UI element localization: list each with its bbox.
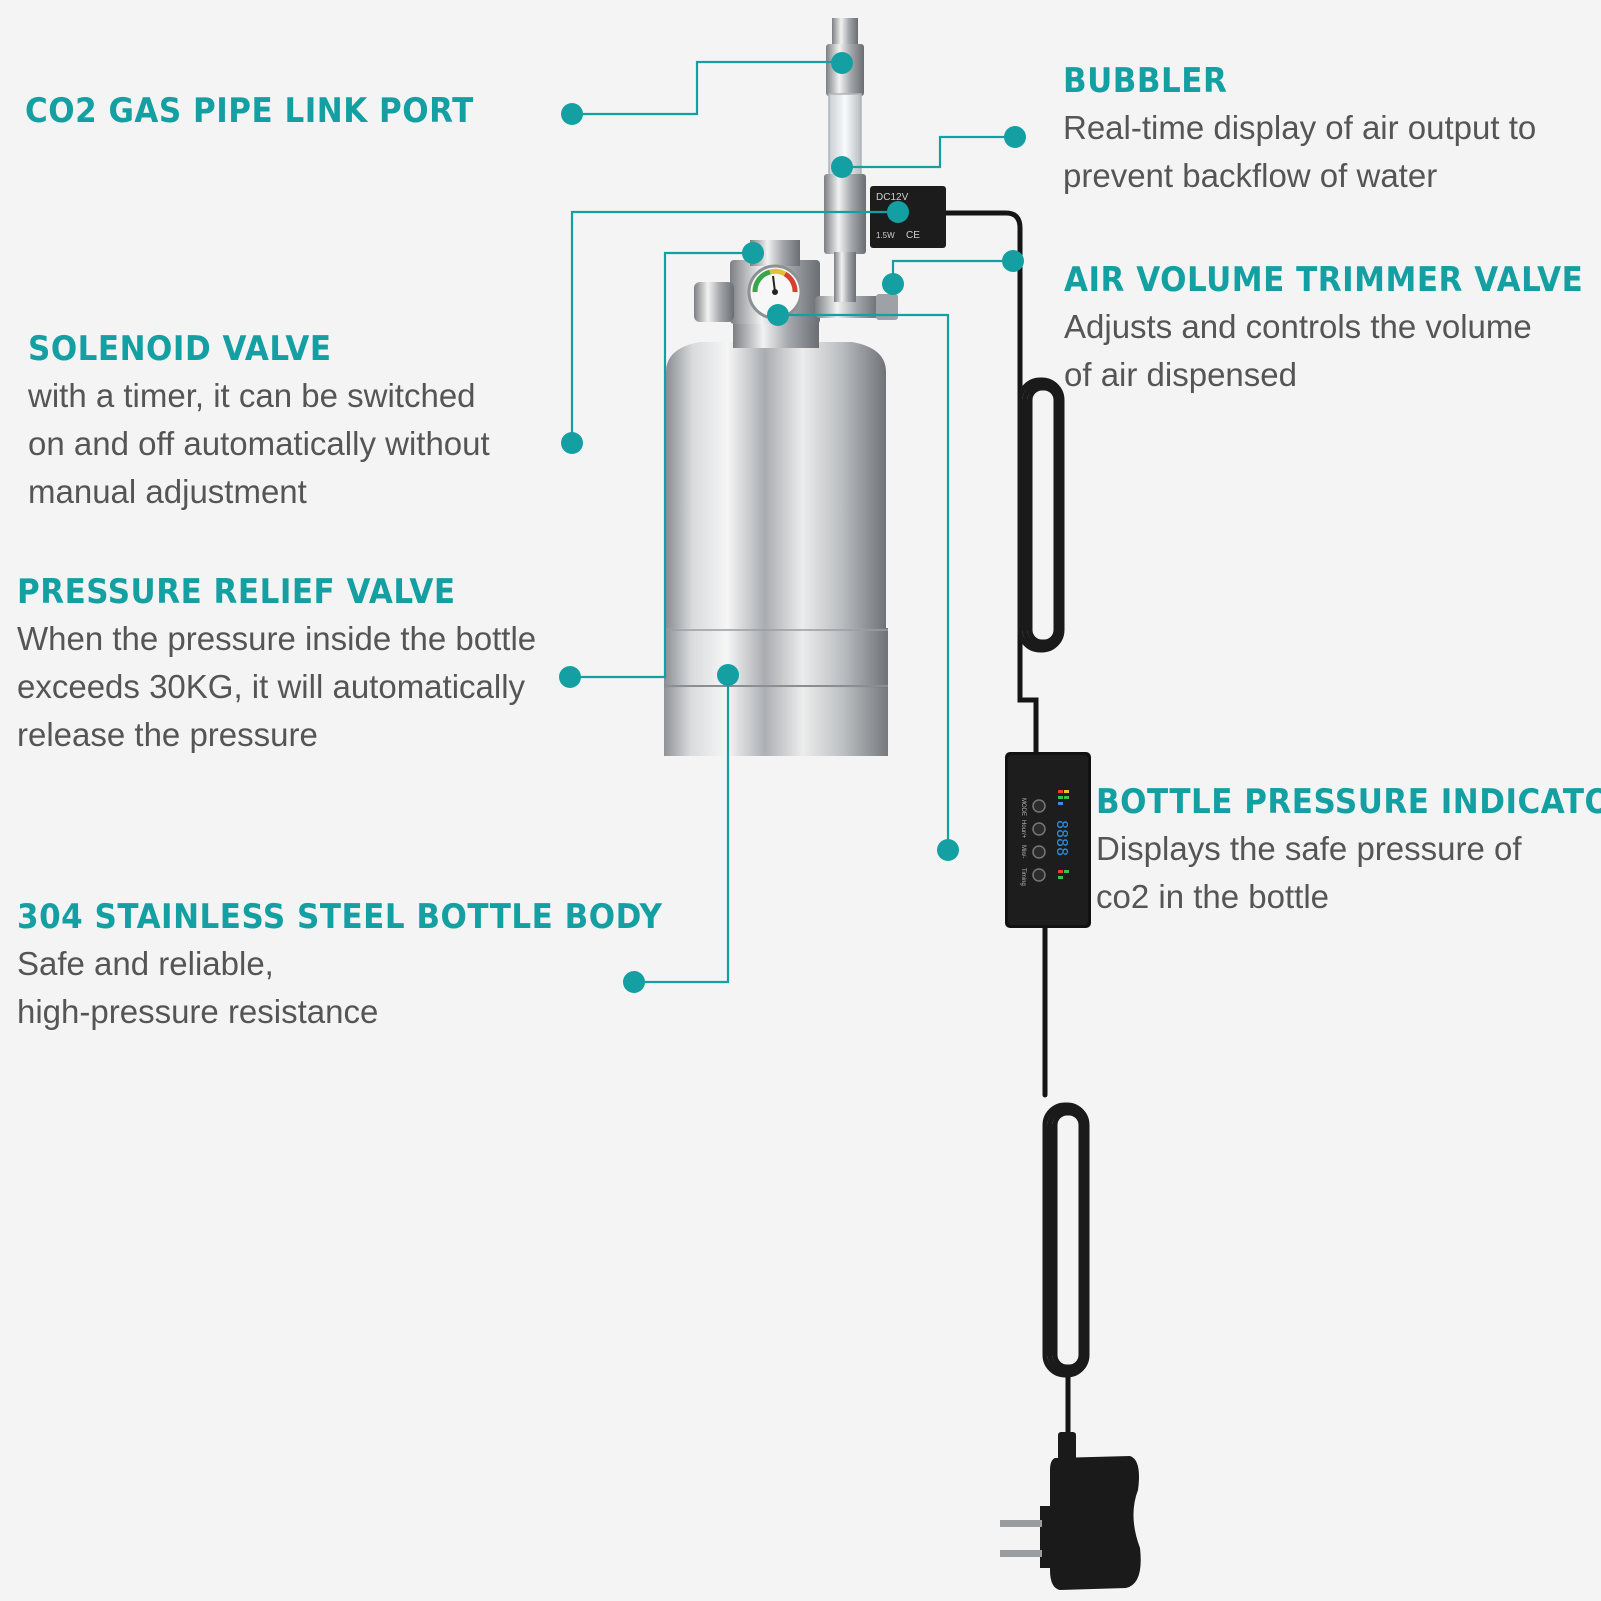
timing-button-label: Timing (1020, 868, 1026, 886)
callout-line: manual adjustment (28, 473, 307, 510)
callout-line: prevent backflow of water (1063, 157, 1438, 194)
trimmer-leader (891, 259, 1013, 284)
callout-bubbler: BUBBLER Real-time display of air output … (1063, 62, 1536, 200)
body-dot-label (623, 971, 645, 993)
callout-title: CO2 GAS PIPE LINK PORT (25, 92, 474, 131)
callout-line: of air dispensed (1064, 356, 1297, 393)
solenoid-valve-body: DC12V 1.5W CE (870, 186, 946, 248)
callout-line: exceeds 30KG, it will automatically (17, 668, 526, 705)
pipe-port-dot-part (831, 52, 853, 74)
power-adapter (1000, 1432, 1141, 1590)
bubbler-dot-part (831, 156, 853, 178)
callout-indicator: BOTTLE PRESSURE INDICATOR Displays the s… (1096, 783, 1601, 921)
callout-trimmer: AIR VOLUME TRIMMER VALVE Adjusts and con… (1064, 261, 1583, 399)
indicator-dot-part (767, 304, 789, 326)
relief-dot-label (559, 666, 581, 688)
trimmer-dot-part (882, 273, 904, 295)
body-leader (634, 675, 730, 984)
steel-bottle (664, 318, 888, 756)
controller-display: 8888 (1053, 820, 1071, 856)
min-button (1032, 845, 1046, 859)
callout-title: 304 STAINLESS STEEL BOTTLE BODY (17, 898, 663, 937)
body-dot-part (717, 664, 739, 686)
timing-button (1032, 868, 1046, 882)
mode-button-label: MODE (1020, 798, 1026, 816)
pipe-port-dot-label (561, 103, 583, 125)
callout-description: Adjusts and controls the volume of air di… (1064, 303, 1583, 399)
min-button-label: Min/- (1020, 845, 1026, 858)
cable-coil-lower (1042, 1102, 1090, 1378)
callout-description: Displays the safe pressure of co2 in the … (1096, 825, 1601, 921)
solenoid-voltage-label: DC12V (876, 192, 909, 203)
trimmer-dot-label (1002, 250, 1024, 272)
controller-buttons (1032, 799, 1046, 882)
callout-line: Real-time display of air output to (1063, 109, 1537, 146)
callout-title: SOLENOID VALVE (28, 330, 332, 369)
callout-description: with a timer, it can be switched on and o… (28, 372, 490, 516)
callout-description: When the pressure inside the bottle excee… (17, 615, 536, 759)
indicator-dot-label (937, 839, 959, 861)
pipe-port-leader (572, 60, 842, 116)
callout-description: Real-time display of air output to preven… (1063, 104, 1536, 200)
relief-leader (570, 251, 753, 679)
callout-line: Safe and reliable, (17, 945, 274, 982)
callout-title: AIR VOLUME TRIMMER VALVE (1064, 261, 1584, 300)
bubbler-leader (842, 135, 1015, 169)
solenoid-leader (570, 210, 898, 443)
solenoid-dot-label (561, 432, 583, 454)
indicator-leader (778, 313, 950, 850)
regulator-head (694, 240, 898, 324)
hour-button (1032, 822, 1046, 836)
callout-pipe-port: CO2 GAS PIPE LINK PORT (25, 92, 474, 131)
timer-controller: MODE Hour/+ Min/- Timing 8888 (1005, 752, 1091, 928)
callout-relief: PRESSURE RELIEF VALVE When the pressure … (17, 573, 536, 759)
callout-dots (559, 52, 1026, 993)
hour-button-label: Hour/+ (1020, 820, 1026, 839)
callout-line: Displays the safe pressure of (1096, 830, 1522, 867)
callout-solenoid: SOLENOID VALVE with a timer, it can be s… (28, 330, 490, 516)
callout-line: with a timer, it can be switched (28, 377, 476, 414)
cable-coil-upper (1017, 377, 1065, 653)
mode-button (1032, 799, 1046, 813)
callout-title: BUBBLER (1063, 62, 1228, 101)
relief-dot-part (742, 242, 764, 264)
solenoid-power-label: 1.5W (876, 231, 895, 240)
callout-line: When the pressure inside the bottle (17, 620, 537, 657)
callout-title: BOTTLE PRESSURE INDICATOR (1096, 783, 1601, 822)
callout-line: on and off automatically without (28, 425, 490, 462)
ce-mark: CE (906, 230, 920, 241)
callout-line: release the pressure (17, 716, 318, 753)
callout-title: PRESSURE RELIEF VALVE (17, 573, 456, 612)
status-leds (1058, 790, 1069, 879)
bubbler-dot-label (1004, 126, 1026, 148)
callout-description: Safe and reliable, high-pressure resistan… (17, 940, 663, 1036)
callout-line: high-pressure resistance (17, 993, 379, 1030)
callout-body: 304 STAINLESS STEEL BOTTLE BODY Safe and… (17, 898, 663, 1036)
callout-line: co2 in the bottle (1096, 878, 1329, 915)
solenoid-dot-part (887, 201, 909, 223)
callout-line: Adjusts and controls the volume (1064, 308, 1532, 345)
